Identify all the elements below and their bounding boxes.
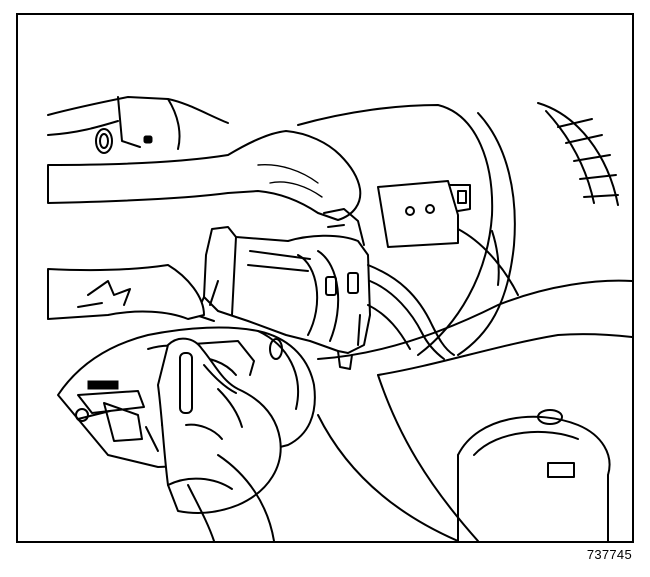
sleeve xyxy=(187,454,275,541)
column-housing xyxy=(297,104,632,541)
dash-bracket xyxy=(47,96,229,154)
figure-id-number: 737745 xyxy=(586,547,632,562)
lock-cylinder-housing xyxy=(195,208,371,370)
vent-grille xyxy=(537,102,619,206)
wiring-harness xyxy=(367,264,455,360)
technical-illustration xyxy=(47,96,632,541)
column-bracket xyxy=(377,180,471,248)
left-hand xyxy=(47,264,205,320)
upper-hand xyxy=(47,130,362,221)
right-hand xyxy=(157,337,282,514)
illustration-frame xyxy=(16,13,634,543)
round-component xyxy=(457,409,611,541)
